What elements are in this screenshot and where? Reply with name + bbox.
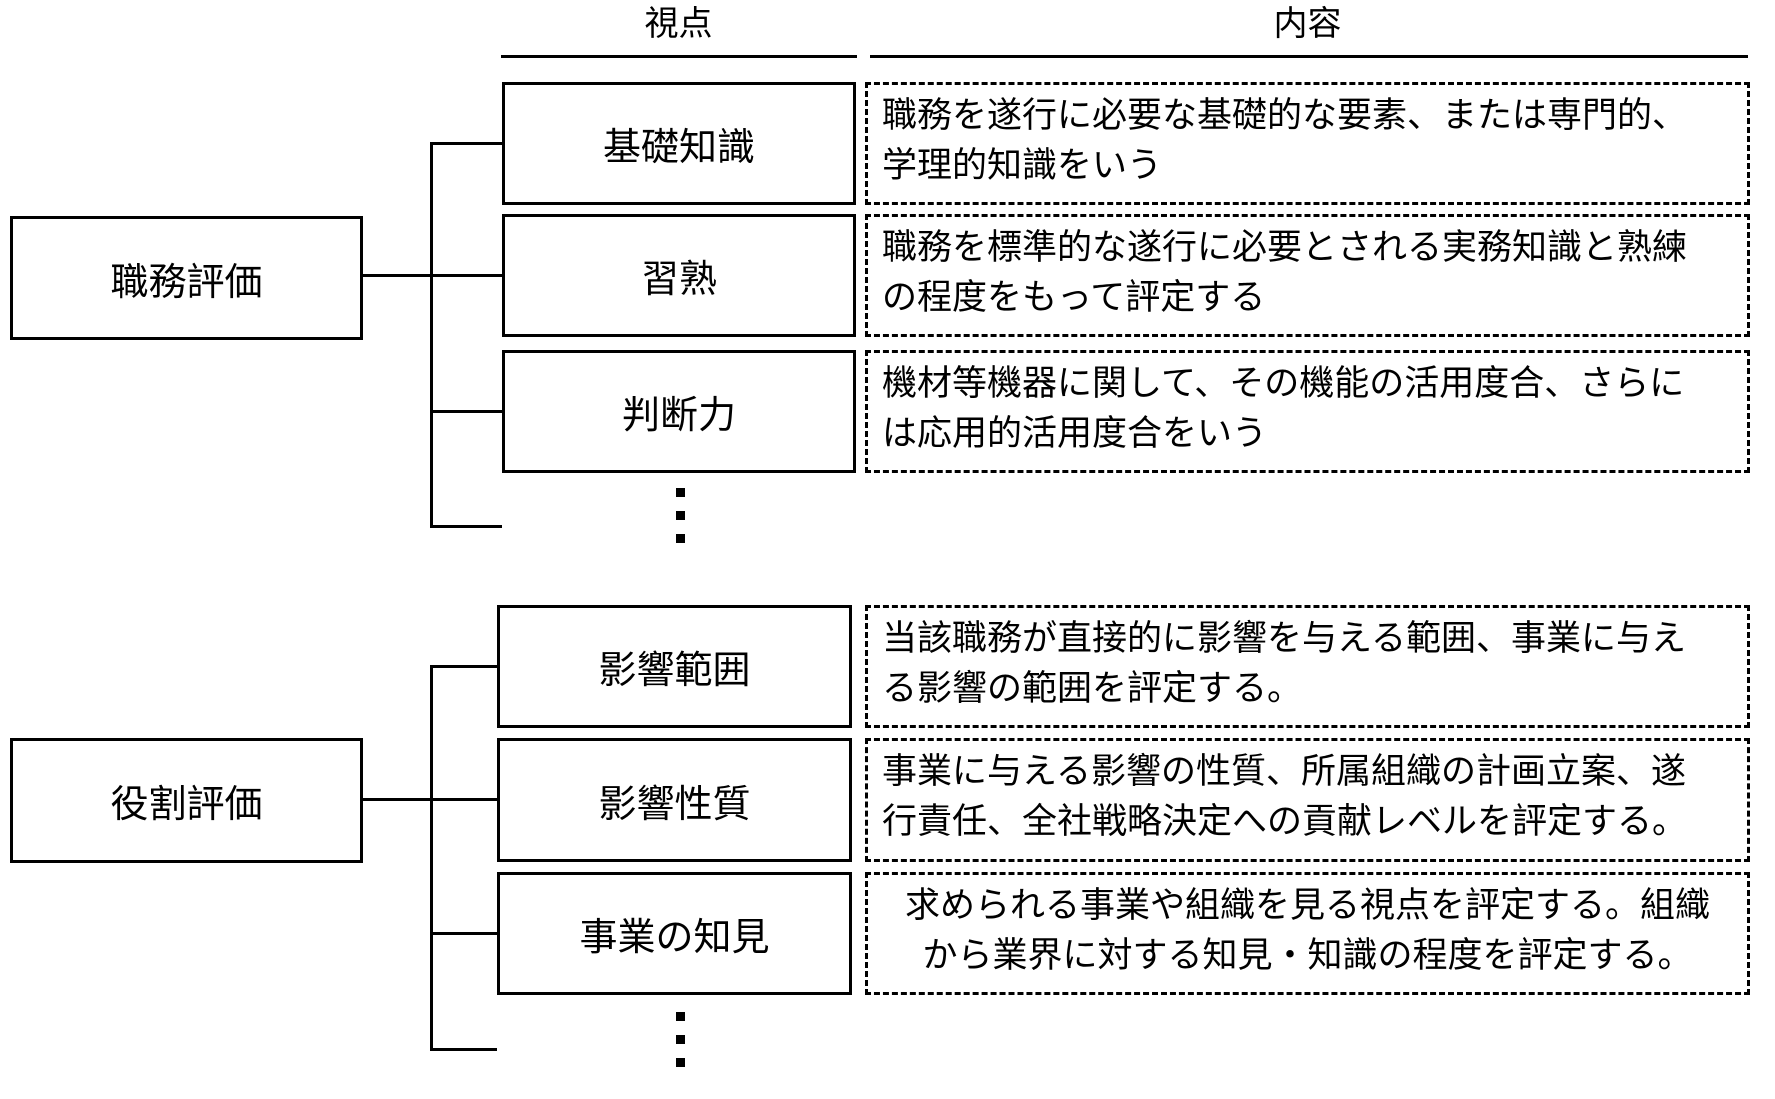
- group1-trunk-line: [430, 142, 433, 528]
- group1-viewpoint-box-row3: 判断力: [502, 350, 856, 473]
- ellipsis-dot: [676, 511, 685, 520]
- vertical-ellipsis-icon: [676, 488, 685, 543]
- ellipsis-dot: [676, 488, 685, 497]
- group1-content-box-row2: 職務を標準的な遂行に必要とされる実務知識と熟練 の程度をもって評定する: [865, 214, 1750, 337]
- viewpoint-column-header: 視点: [644, 4, 713, 44]
- group1-viewpoint-box-row2: 習熟: [502, 214, 856, 337]
- group1-content-box-row3: 機材等機器に関して、その機能の活用度合、さらに は応用的活用度合をいう: [865, 350, 1750, 473]
- group2-content-box-row1: 当該職務が直接的に影響を与える範囲、事業に与え る影響の範囲を評定する。: [865, 605, 1750, 728]
- group2-branch-continuation: [430, 1048, 497, 1051]
- vertical-ellipsis-icon: [676, 1012, 685, 1067]
- ellipsis-dot: [676, 534, 685, 543]
- group1-branch-continuation: [430, 525, 502, 528]
- content-header-underline: [870, 55, 1748, 58]
- group1-branch-row1: [430, 142, 502, 145]
- group2-content-box-row3: 求められる事業や組織を見る視点を評定する。組織 から業界に対する知見・知識の程度…: [865, 872, 1750, 995]
- group2-viewpoint-box-row1: 影響範囲: [497, 605, 852, 728]
- viewpoint-header-underline: [501, 55, 857, 58]
- group2-content-box-row2: 事業に与える影響の性質、所属組織の計画立案、遂 行責任、全社戦略決定への貢献レベ…: [865, 738, 1750, 862]
- group2-branch-row3: [430, 932, 497, 935]
- group2-viewpoint-box-row2: 影響性質: [497, 738, 852, 862]
- ellipsis-dot: [676, 1012, 685, 1021]
- group2-trunk-line: [430, 665, 433, 1051]
- group1-branch-row3: [430, 410, 502, 413]
- group1-root-box: 職務評価: [10, 216, 363, 340]
- group1-content-box-row1: 職務を遂行に必要な基礎的な要素、または専門的、 学理的知識をいう: [865, 82, 1750, 205]
- group2-branch-row1: [430, 665, 497, 668]
- group2-viewpoint-box-row3: 事業の知見: [497, 872, 852, 995]
- ellipsis-dot: [676, 1035, 685, 1044]
- content-column-header: 内容: [1273, 4, 1342, 44]
- group1-viewpoint-box-row1: 基礎知識: [502, 82, 856, 205]
- ellipsis-dot: [676, 1058, 685, 1067]
- group2-root-box: 役割評価: [10, 738, 363, 863]
